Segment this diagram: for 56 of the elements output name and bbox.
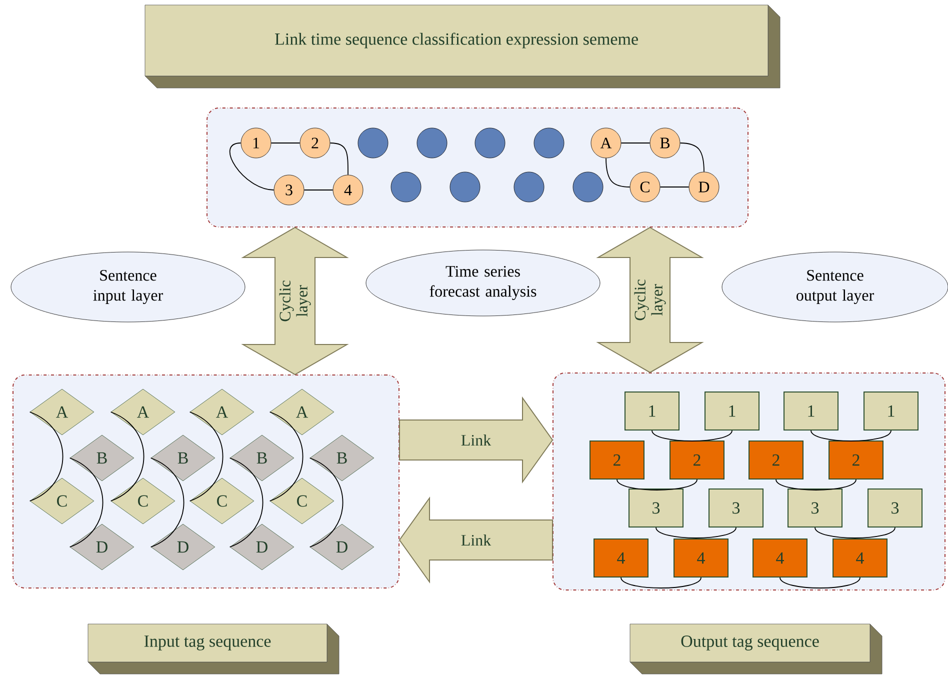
title-box: Input tag sequence — [88, 624, 340, 674]
number-box: 1 — [784, 392, 838, 430]
connector-line — [656, 527, 736, 538]
title-box: Output tag sequence — [630, 624, 882, 674]
connector-line — [270, 142, 300, 144]
connector-line — [620, 142, 650, 144]
connector-line — [189, 412, 224, 502]
number-box: 1 — [704, 392, 760, 430]
connector-line — [29, 412, 64, 502]
arrow-label: Cyclic layer — [278, 279, 312, 323]
number-box: 4 — [752, 538, 808, 578]
connector-line — [150, 458, 184, 548]
block-arrow — [399, 396, 554, 484]
number-box: 3 — [868, 488, 922, 528]
connector-line — [69, 458, 104, 548]
filled-circle — [534, 128, 564, 158]
connector-line — [229, 142, 274, 190]
connector-line — [680, 142, 704, 172]
connector-line — [652, 430, 732, 442]
connector-line — [269, 412, 304, 502]
connector-line — [780, 577, 860, 588]
connector-line — [606, 158, 630, 188]
connector-line — [616, 479, 698, 490]
filled-circle — [450, 172, 480, 202]
number-box: 2 — [828, 440, 884, 480]
filled-circle — [390, 172, 422, 202]
connector-line — [620, 577, 702, 588]
block-arrow — [398, 496, 553, 584]
connector-line — [810, 430, 892, 442]
number-box: 4 — [594, 538, 648, 578]
connector-line — [309, 458, 344, 548]
number-box: 1 — [864, 392, 918, 430]
connector-line — [330, 142, 348, 176]
filled-circle — [474, 128, 506, 158]
number-box: 4 — [832, 538, 888, 578]
filled-circle — [358, 128, 388, 158]
connector-line — [660, 186, 690, 188]
arrow-label: Link — [454, 433, 498, 447]
arrow-label: Link — [454, 533, 498, 547]
title-box: Link time sequence classification expression sememe — [144, 4, 780, 88]
filled-circle — [514, 172, 544, 202]
number-box: 4 — [674, 538, 728, 578]
connector-line — [229, 458, 264, 548]
number-box: 2 — [670, 440, 724, 480]
filled-circle — [572, 172, 604, 202]
filled-circle — [416, 128, 448, 158]
number-box: 3 — [628, 488, 684, 528]
connector-line — [110, 412, 144, 502]
number-box: 3 — [708, 488, 764, 528]
connector-line — [814, 527, 896, 538]
number-box: 2 — [748, 440, 804, 480]
number-box: 1 — [624, 392, 680, 430]
arrow-label: Cyclic layer — [633, 278, 667, 322]
connector-line — [776, 479, 856, 490]
number-box: 3 — [788, 488, 842, 528]
number-box: 2 — [590, 440, 644, 480]
